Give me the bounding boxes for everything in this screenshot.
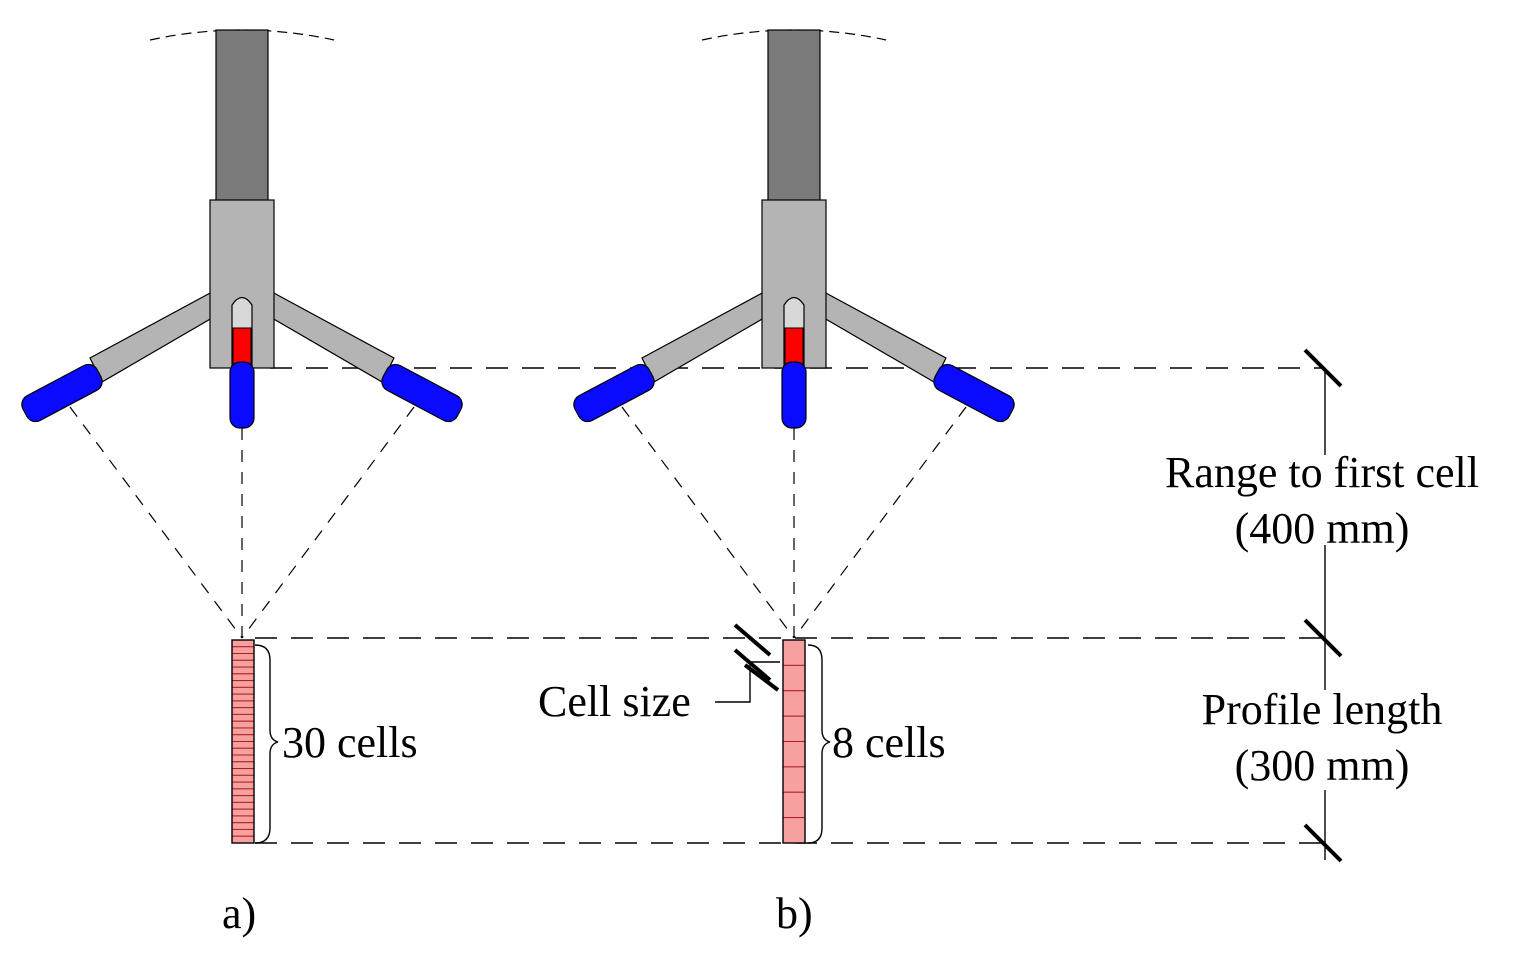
dimension-bar (1303, 348, 1343, 863)
sampling-cell (782, 817, 806, 844)
sampling-cell (231, 659, 255, 668)
sampling-cell (231, 693, 255, 702)
sampling-cell (231, 727, 255, 736)
sampling-cell (231, 639, 255, 648)
probe-b (573, 29, 1015, 639)
sampling-cell (782, 639, 806, 666)
beam-left (69, 406, 243, 639)
stem-cut-line (701, 29, 887, 41)
probe-arm-left (89, 290, 213, 383)
cell-size-label: Cell size (538, 677, 691, 726)
sampling-cell (231, 741, 255, 749)
sampling-cell (231, 822, 255, 830)
sampling-cell (231, 808, 255, 817)
sampling-cell (231, 666, 255, 675)
beam-right (793, 406, 967, 639)
stem-cut-line (149, 29, 335, 41)
profile-length-label: Profile length (1202, 685, 1443, 734)
dimension-tick-middle (1303, 618, 1343, 658)
sampling-cell (231, 653, 255, 661)
receiver-right (381, 363, 463, 423)
sampling-cell (231, 700, 255, 709)
brace-b (807, 644, 831, 844)
panel-label-b: b) (776, 889, 813, 938)
probe-stem (767, 29, 821, 203)
sampling-cell (231, 734, 255, 743)
range-to-first-cell-value: (400 mm) (1235, 504, 1410, 553)
cells-count-label-b: 8 cells (832, 718, 946, 767)
sampling-cell (231, 761, 255, 770)
sampling-cell (231, 747, 255, 756)
cell-column-b (782, 639, 806, 844)
receiver-center (229, 361, 255, 429)
cell-column-a (231, 639, 255, 844)
sampling-cell (231, 788, 255, 797)
profile-length-value: (300 mm) (1235, 741, 1410, 790)
sampling-cell (231, 720, 255, 729)
probe-a (21, 29, 463, 639)
sampling-cell (231, 801, 255, 810)
sampling-cell (782, 791, 806, 819)
sampling-cell (231, 707, 255, 715)
sampling-cell (231, 768, 255, 776)
panel-label-a: a) (222, 889, 256, 938)
sampling-cell (231, 680, 255, 688)
probe-stem (215, 29, 269, 203)
receiver-left (573, 363, 655, 423)
cell-column-outline (782, 639, 806, 844)
receiver-left (21, 363, 103, 423)
sampling-cell (782, 766, 806, 793)
sampling-cell (231, 673, 255, 682)
sampling-cell (231, 774, 255, 783)
range-to-first-cell-label: Range to first cell (1165, 448, 1479, 497)
beam-left (621, 406, 795, 639)
beam-right (241, 406, 415, 639)
sampling-cell (782, 690, 806, 717)
sampling-cell (231, 835, 255, 844)
sampling-cell (231, 754, 255, 763)
cells-count-label-a: 30 cells (282, 718, 418, 767)
center-emitter (232, 327, 252, 365)
dimension-tick-top (1303, 348, 1343, 388)
sampling-cell (231, 713, 255, 722)
sampling-cell (231, 646, 255, 655)
sampling-cell (782, 664, 806, 692)
sampling-cell (231, 795, 255, 803)
sampling-cell (231, 815, 255, 824)
sampling-cell (782, 741, 806, 768)
brace-a (254, 644, 279, 844)
sampling-cell (231, 781, 255, 790)
receiver-center (781, 361, 807, 429)
cell-column-outline (231, 639, 255, 844)
center-emitter (784, 327, 804, 365)
receiver-right (933, 363, 1015, 423)
sampling-cell (782, 715, 806, 742)
cell-size-callout (715, 623, 780, 703)
dimension-tick-bottom (1303, 823, 1343, 863)
sampling-cell (231, 686, 255, 695)
sampling-cell (231, 828, 255, 837)
